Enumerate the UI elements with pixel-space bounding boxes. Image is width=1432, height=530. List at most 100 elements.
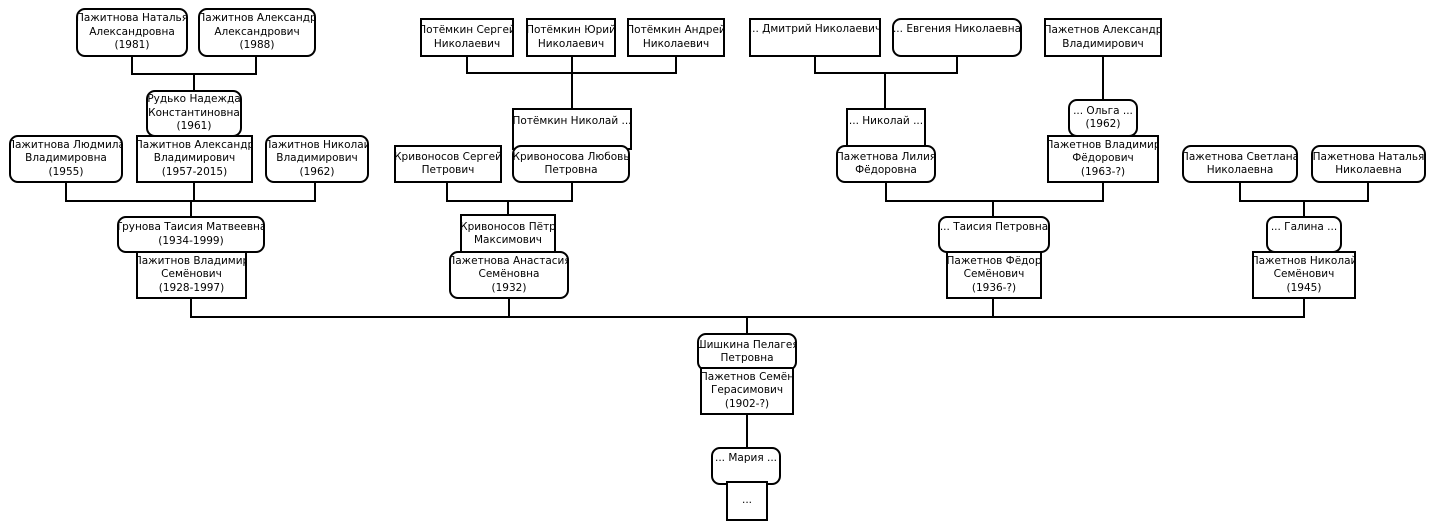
person-name: ... Мария ... — [715, 452, 778, 464]
person-name: Пажетнова Анастасия — [449, 254, 569, 267]
person-pazhetnova-liliya[interactable]: Пажетнова Лилия Фёдоровна — [836, 145, 936, 183]
person-nikolay-x[interactable]: ... Николай ... — [846, 108, 926, 150]
person-pazhitnov-vladimir[interactable]: Пажитнов Владимир Семёнович (1928-1997) — [136, 251, 247, 299]
person-name: ... Евгения Николаевна — [892, 23, 1022, 35]
person-name: Шишкина Пелагея — [697, 338, 797, 351]
person-name: ... Ольга ... — [1073, 104, 1133, 117]
person-evgeniya[interactable]: ... Евгения Николаевна — [892, 18, 1022, 57]
person-pazhitnova-lyudmila[interactable]: Пажитнова Людмила Владимировна (1955) — [9, 135, 123, 183]
person-pazhetnova-svetlana[interactable]: Пажетнова Светлана Николаевна — [1182, 145, 1298, 183]
person-years: (1928-1997) — [158, 281, 225, 294]
person-patronymic: Петрович — [421, 164, 475, 176]
person-name: Пажетнова Наталья — [1312, 150, 1425, 163]
person-name: Пажетнов Семён — [700, 370, 794, 383]
person-pazhetnova-anastasiya[interactable]: Пажетнова Анастасия Семёновна (1932) — [449, 251, 569, 299]
person-name: Пажетнов Николай — [1252, 254, 1356, 267]
person-name: Потёмкин Андрей — [627, 24, 725, 36]
person-patronymic: Николаевна — [1206, 164, 1274, 176]
person-pazhetnov-fedor[interactable]: Пажетнов Фёдор Семёнович (1936-?) — [946, 251, 1042, 299]
person-patronymic: Владимирович — [1062, 37, 1144, 50]
person-patronymic: Владимировна — [25, 152, 107, 165]
person-pazhetnov-aleksandr-v[interactable]: Пажетнов Александр Владимирович — [1044, 18, 1162, 57]
person-patronymic: Петровна — [544, 164, 598, 176]
person-dmitriy[interactable]: ... Дмитрий Николаевич — [749, 18, 881, 57]
person-rudko-nadezhda[interactable]: Рудько Надежда Константиновна (1961) — [146, 90, 242, 137]
person-years: (1945) — [1286, 281, 1322, 294]
person-patronymic: Николаевич — [433, 37, 501, 50]
person-pazhitnova-natalya[interactable]: Пажитнова Наталья Александровна (1981) — [76, 8, 188, 57]
person-name: ... Николай ... — [848, 115, 924, 127]
person-patronymic: Семёновна — [478, 268, 540, 281]
person-patronymic: Александрович — [214, 25, 300, 38]
person-patronymic: Николаевич — [642, 37, 710, 50]
person-potemkin-yuriy[interactable]: Потёмкин Юрий Николаевич — [526, 18, 616, 57]
person-patronymic: Константиновна — [148, 106, 240, 119]
person-name: Пажитнов Николай — [265, 138, 369, 151]
person-pazhetnov-semen[interactable]: Пажетнов Семён Герасимович (1902-?) — [700, 367, 794, 415]
person-krivonosov-petr[interactable]: Кривоносов Пётр Максимович — [460, 214, 556, 254]
person-taisiya-petrovna[interactable]: ... Таисия Петровна — [938, 216, 1050, 253]
person-years: (1988) — [239, 39, 275, 52]
person-patronymic: Фёдорович — [1072, 152, 1134, 165]
person-patronymic: Семёнович — [161, 268, 222, 281]
person-name: Пажетнова Лилия — [836, 150, 936, 163]
person-name: Пажетнов Владимир — [1047, 138, 1159, 151]
person-patronymic: Александровна — [89, 25, 175, 38]
person-krivonosov-sergey[interactable]: Кривоносов Сергей Петрович — [394, 145, 502, 183]
person-name: Кривоносов Сергей — [394, 150, 502, 163]
person-shishkina-pelageya[interactable]: Шишкина Пелагея Петровна — [697, 333, 797, 371]
person-patronymic: Николаевна — [1335, 164, 1402, 176]
person-trunova-taisiya[interactable]: Трунова Таисия Матвеевна (1934-1999) — [117, 216, 265, 253]
person-name: Потёмкин Сергей — [420, 24, 514, 36]
person-mariya[interactable]: ... Мария ... — [711, 447, 781, 485]
person-years: (1932) — [491, 281, 527, 294]
person-name: ... Дмитрий Николаевич — [749, 23, 881, 35]
person-name: Потёмкин Николай ... — [512, 115, 632, 127]
person-potemkin-sergey[interactable]: Потёмкин Сергей Николаевич — [420, 18, 514, 57]
person-name: Пажетнова Светлана — [1182, 150, 1298, 163]
person-patronymic: Семёнович — [1273, 268, 1335, 281]
person-patronymic: Фёдоровна — [855, 164, 917, 176]
person-patronymic: Николаевич — [537, 37, 605, 50]
person-patronymic: Петровна — [720, 352, 774, 364]
person-pazhetnov-vladimir-f[interactable]: Пажетнов Владимир Фёдорович (1963-?) — [1047, 135, 1159, 183]
person-unknown-child[interactable]: ... — [726, 481, 768, 521]
person-years: (1981) — [114, 39, 150, 52]
person-name: Пажитнова Людмила — [9, 138, 123, 151]
person-name: Кривоносова Любовь — [512, 150, 630, 163]
person-years: (1963-?) — [1080, 165, 1126, 178]
person-name: Кривоносов Пётр — [460, 220, 556, 233]
person-name: ... — [741, 494, 752, 507]
person-name: ... Галина ... — [1270, 221, 1338, 233]
person-krivonosova-lyubov[interactable]: Кривоносова Любовь Петровна — [512, 145, 630, 183]
person-galina[interactable]: ... Галина ... — [1266, 216, 1342, 253]
person-name: Рудько Надежда — [147, 93, 241, 106]
person-name: Пажитнов Александр — [198, 12, 316, 25]
person-years: (1962) — [299, 165, 335, 178]
person-pazhetnova-natalya-n[interactable]: Пажетнова Наталья Николаевна — [1311, 145, 1426, 183]
person-patronymic: Герасимович — [710, 384, 784, 397]
person-years: (1955) — [48, 165, 84, 178]
person-potemkin-andrey[interactable]: Потёмкин Андрей Николаевич — [627, 18, 725, 57]
person-pazhetnov-nikolay-s[interactable]: Пажетнов Николай Семёнович (1945) — [1252, 251, 1356, 299]
person-years: (1957-2015) — [161, 165, 228, 178]
person-patronymic: Владимирович — [276, 152, 358, 165]
person-name: Пажитнов Владимир — [136, 254, 247, 267]
person-patronymic: Владимирович — [153, 152, 236, 165]
person-name: Потёмкин Юрий — [526, 24, 616, 36]
person-name: Пажитнова Наталья — [76, 12, 188, 25]
person-pazhitnov-aleksandr-a[interactable]: Пажитнов Александр Александрович (1988) — [198, 8, 316, 57]
person-potemkin-nikolay[interactable]: Потёмкин Николай ... — [512, 108, 632, 150]
person-olga-x[interactable]: ... Ольга ... (1962) — [1068, 99, 1138, 137]
person-pazhitnov-aleksandr-v[interactable]: Пажитнов Александр Владимирович (1957-20… — [136, 135, 253, 183]
person-years: (1902-?) — [724, 397, 770, 410]
person-years: (1962) — [1085, 118, 1121, 130]
person-pazhitnov-nikolay-v[interactable]: Пажитнов Николай Владимирович (1962) — [265, 135, 369, 183]
person-name: Пажитнов Александр — [136, 138, 253, 151]
person-name: Пажетнов Александр — [1044, 24, 1162, 36]
person-name: ... Таисия Петровна — [939, 221, 1049, 233]
person-name: Трунова Таисия Матвеевна — [117, 221, 265, 233]
person-patronymic: Максимович — [474, 234, 542, 246]
person-years: (1936-?) — [971, 281, 1017, 294]
